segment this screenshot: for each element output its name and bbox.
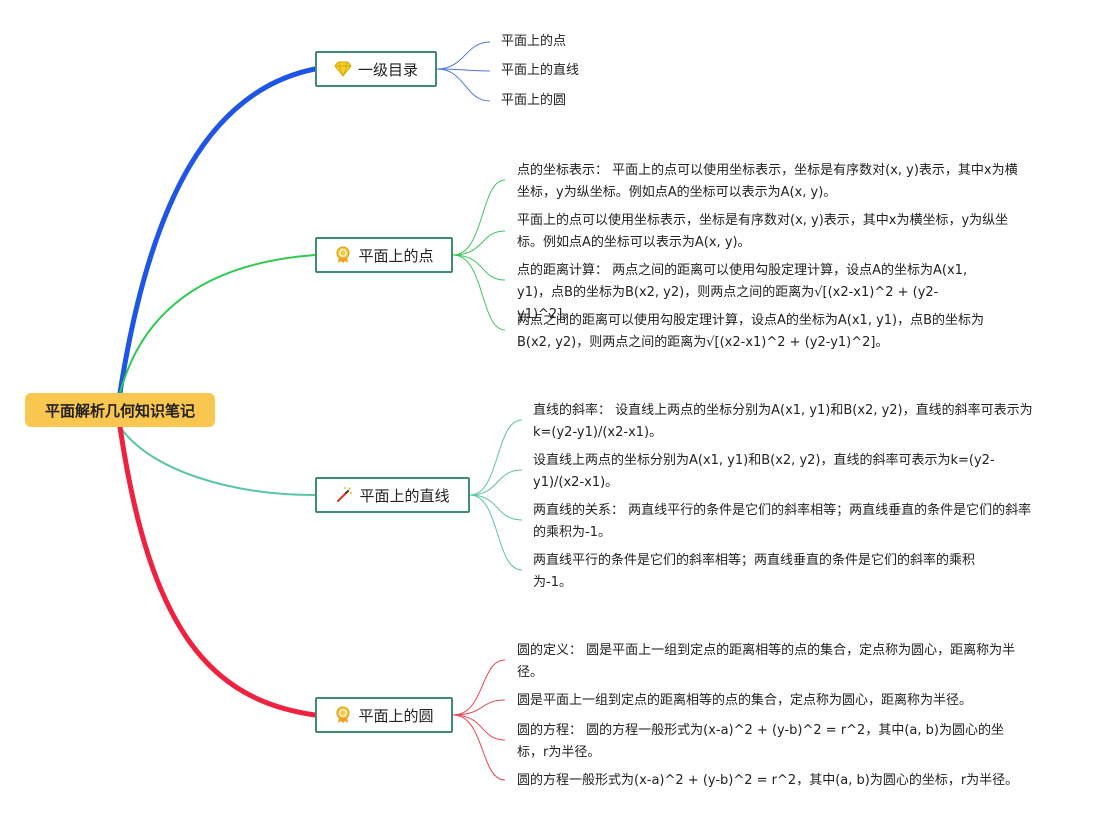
line-leaf-3[interactable]: 两直线的关系： 两直线平行的条件是它们的斜率相等；两直线垂直的条件是它们的斜率的…	[533, 503, 1032, 540]
line-leaf-4[interactable]: 两直线平行的条件是它们的斜率相等；两直线垂直的条件是它们的斜率的乘积为-1。	[533, 553, 976, 590]
connector-root-line	[119, 426, 316, 496]
branch-point[interactable]: 平面上的点	[315, 237, 453, 273]
toc-leaf-circle[interactable]: 平面上的圆	[501, 93, 567, 108]
connector-line-leaf	[469, 494, 523, 521]
connector-line-leaf	[469, 469, 523, 496]
toc-leaf-point[interactable]: 平面上的点	[501, 34, 567, 49]
point-leaf-1[interactable]: 点的坐标表示： 平面上的点可以使用坐标表示，坐标是有序数对(x, y)表示，其中…	[517, 163, 1018, 200]
connector-point-leaf	[452, 179, 506, 256]
diamond-icon	[334, 60, 352, 78]
connector-point-leaf	[452, 254, 506, 281]
medal-icon	[334, 706, 352, 724]
line-leaf-1[interactable]: 直线的斜率： 设直线上两点的坐标分别为A(x1, y1)和B(x2, y2)，直…	[533, 403, 1033, 440]
connector-circle-leaf	[452, 714, 506, 741]
connector-line-leaf	[469, 494, 523, 571]
branch-toc[interactable]: 一级目录	[315, 51, 437, 87]
circle-leaf-1[interactable]: 圆的定义： 圆是平面上一组到定点的距离相等的点的集合，定点称为圆心，距离称为半径…	[517, 643, 1016, 680]
branch-line-label: 平面上的直线	[359, 486, 450, 505]
magic-wand-icon	[335, 486, 353, 504]
circle-leaf-3[interactable]: 圆的方程： 圆的方程一般形式为(x-a)^2 + (y-b)^2 = r^2，其…	[517, 723, 1004, 760]
connector-root-circle	[117, 424, 318, 718]
branch-circle[interactable]: 平面上的圆	[315, 697, 453, 733]
point-leaf-4[interactable]: 两点之间的距离可以使用勾股定理计算，设点A的坐标为A(x1, y1)，点B的坐标…	[517, 313, 985, 350]
branch-line[interactable]: 平面上的直线	[315, 477, 470, 513]
circle-leaf-2[interactable]: 圆是平面上一组到定点的距离相等的点的集合，定点称为圆心，距离称为半径。	[517, 693, 973, 708]
point-leaf-3[interactable]: 点的距离计算： 两点之间的距离可以使用勾股定理计算，设点A的坐标为A(x1, y…	[517, 263, 968, 322]
connector-toc-leaf	[436, 68, 491, 102]
connector-circle-leaf	[452, 659, 506, 716]
root-topic-label: 平面解析几何知识笔记	[44, 401, 195, 420]
point-leaf-2[interactable]: 平面上的点可以使用坐标表示，坐标是有序数对(x, y)表示，其中x为横坐标，y为…	[517, 213, 1009, 250]
line-leaf-2[interactable]: 设直线上两点的坐标分别为A(x1, y1)和B(x2, y2)，直线的斜率可表示…	[533, 453, 995, 490]
connector-circle-leaf	[452, 714, 506, 781]
medal-icon	[334, 246, 352, 264]
toc-leaf-line[interactable]: 平面上的直线	[501, 63, 580, 78]
connector-toc-leaf	[436, 68, 491, 72]
connector-line-leaf	[469, 419, 523, 496]
connector-root-toc	[117, 66, 318, 396]
root-topic[interactable]: 平面解析几何知识笔记	[25, 393, 215, 427]
branch-circle-label: 平面上的圆	[358, 706, 434, 725]
connector-point-leaf	[452, 230, 506, 256]
connector-point-leaf	[452, 254, 506, 331]
connector-root-point	[119, 254, 316, 394]
connector-circle-leaf	[452, 699, 506, 716]
branch-point-label: 平面上的点	[358, 246, 434, 265]
circle-leaf-4[interactable]: 圆的方程一般形式为(x-a)^2 + (y-b)^2 = r^2，其中(a, b…	[517, 773, 1019, 788]
branch-toc-label: 一级目录	[357, 60, 418, 79]
connector-toc-leaf	[436, 41, 491, 70]
